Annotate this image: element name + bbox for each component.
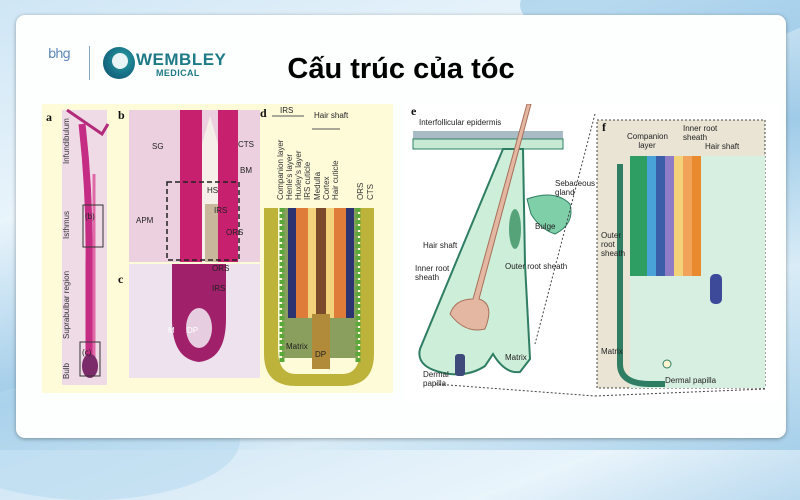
bhg-logo: bhg	[48, 47, 71, 62]
layer-medulla: Medulla	[313, 171, 322, 200]
layer-huxley: Huxley's layer	[294, 150, 303, 200]
label-irs-c: IRS	[212, 284, 226, 293]
label-hs: HS	[207, 186, 219, 195]
label-matrix-d: Matrix	[286, 342, 308, 351]
label-matrix-e: Matrix	[505, 353, 527, 362]
panel-e-label: e	[411, 104, 417, 118]
region-infundibulum: Infundibulum	[62, 118, 71, 164]
label-cts: CTS	[238, 140, 254, 149]
layer-cortex: Cortex	[322, 176, 331, 200]
layer-hair-cuticle: Hair cuticle	[331, 160, 340, 200]
panel-a-label: a	[46, 110, 52, 124]
label-m: M	[168, 326, 175, 335]
follicle-diagram: e Interfollicular epidermis Sebaceous gl…	[405, 104, 780, 402]
layer-henle: Henle's layer	[285, 154, 294, 200]
region-isthmus: Isthmus	[62, 210, 71, 239]
label-inner-root-sheath-f: Inner root sheath	[683, 124, 718, 142]
label-hair-shaft-group: Hair shaft	[314, 111, 349, 120]
label-ors: ORS	[226, 228, 244, 237]
panel-d-label: d	[260, 106, 267, 120]
label-hair-shaft-e: Hair shaft	[423, 241, 458, 250]
follicle-graphics	[412, 104, 766, 397]
label-outer-root-sheath-f: Outer root sheath	[601, 231, 626, 258]
label-sebaceous-gland: Sebaceous gland	[555, 179, 596, 197]
logo-divider	[89, 46, 90, 80]
histology-graphics	[62, 108, 374, 386]
region-suprabulbar: Suprabulbar region	[62, 270, 71, 339]
label-dermal-papilla-e: Dermal papilla	[423, 370, 449, 388]
label-ors-c: ORS	[212, 264, 230, 273]
box-b-label: (b)	[85, 212, 95, 221]
box-c-label: (c)	[82, 348, 92, 357]
label-bulge: Bulge	[535, 222, 556, 231]
layer-companion: Companion layer	[276, 139, 285, 200]
brand-subtitle: MEDICAL	[156, 68, 200, 78]
label-irs-group: IRS	[280, 106, 294, 115]
layer-irs-cuticle: IRS cuticle	[303, 161, 312, 200]
label-hair-shaft-f: Hair shaft	[705, 142, 740, 151]
label-irs: IRS	[214, 206, 228, 215]
label-bm: BM	[240, 166, 252, 175]
label-dp: DP	[187, 326, 199, 335]
panel-c-label: c	[118, 272, 124, 286]
label-dp-d: DP	[315, 350, 327, 359]
region-bulb: Bulb	[62, 362, 71, 379]
label-interfollicular-epidermis: Interfollicular epidermis	[419, 118, 502, 127]
slide-title: Cấu trúc của tóc	[287, 53, 515, 85]
label-outer-root-sheath-e: Outer root sheath	[505, 262, 568, 271]
label-matrix-f: Matrix	[601, 347, 623, 356]
layer-cts: CTS	[366, 184, 375, 200]
label-inner-root-sheath-e: Inner root sheath	[415, 264, 450, 282]
layer-ors: ORS	[356, 182, 365, 200]
brand-name: WEMBLEY	[136, 50, 227, 69]
label-companion-layer: Companion layer	[627, 132, 668, 150]
label-sg: SG	[152, 142, 164, 151]
panel-f-label: f	[602, 120, 606, 134]
wembley-gear-icon	[103, 47, 135, 79]
label-apm: APM	[136, 216, 154, 225]
panel-b-label: b	[118, 108, 125, 122]
histology-figure: a Infundibulum Isthmus Suprabulbar regio…	[42, 104, 393, 393]
label-dermal-papilla-f: Dermal papilla	[665, 376, 717, 385]
